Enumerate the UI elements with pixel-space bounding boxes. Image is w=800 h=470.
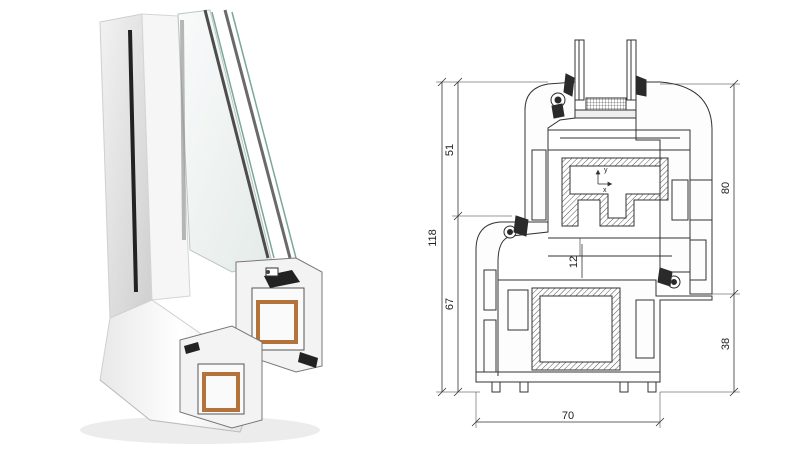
dim-sash-right: 80 xyxy=(720,182,732,194)
dimension-lines xyxy=(436,77,740,428)
dim-width: 70 xyxy=(562,410,574,422)
profile-3d-render xyxy=(80,9,323,444)
dim-rebate: 12 xyxy=(568,256,580,268)
dim-frame-height: 118 xyxy=(427,229,439,247)
dim-sash-top: 51 xyxy=(444,144,456,156)
sash-steel-core xyxy=(256,300,298,344)
glass-edge-outer xyxy=(203,9,270,259)
inner-gasket xyxy=(128,29,138,293)
axis-mark-y: y xyxy=(604,167,608,174)
frame-steel-core xyxy=(202,372,240,412)
dim-right-bottom: 38 xyxy=(720,338,732,350)
glass-edge-inner xyxy=(223,9,292,259)
dim-frame-bottom: 67 xyxy=(444,298,456,310)
glazing-unit xyxy=(569,39,643,119)
profile-cross-section: y x xyxy=(475,39,713,393)
axis-indicator xyxy=(595,169,613,187)
axis-mark-x: x xyxy=(603,187,607,194)
gaskets xyxy=(503,73,681,289)
frame-section xyxy=(179,325,263,429)
